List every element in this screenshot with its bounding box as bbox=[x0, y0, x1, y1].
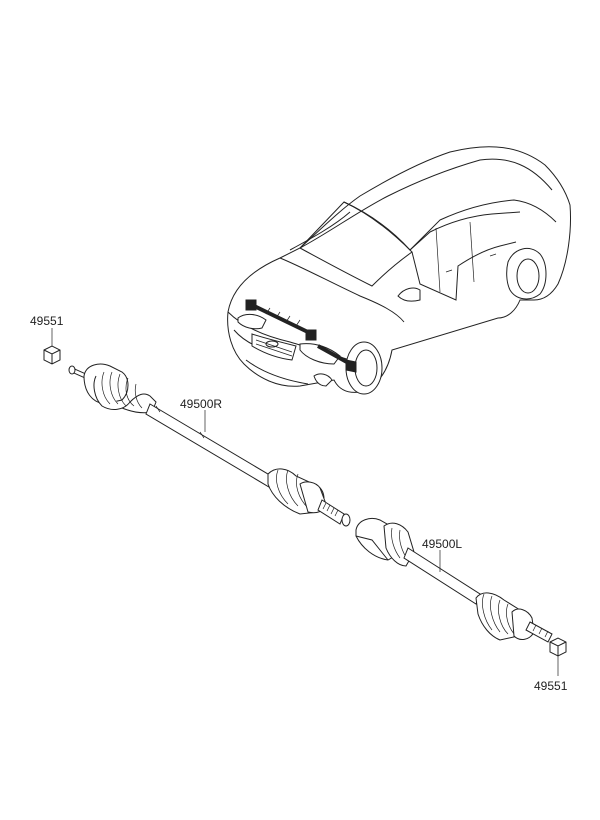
nut-top-left bbox=[43, 345, 61, 365]
drive-shaft-right bbox=[68, 363, 351, 527]
part-number-nut-bottom: 49551 bbox=[534, 679, 568, 693]
leader-lines bbox=[51, 328, 559, 676]
part-number-shaft-right: 49500R bbox=[180, 397, 222, 411]
part-number-nut-top: 49551 bbox=[30, 314, 64, 328]
part-number-shaft-left: 49500L bbox=[422, 537, 462, 551]
drive-shaft-left bbox=[355, 517, 553, 643]
car-illustration bbox=[227, 146, 571, 395]
nut-bottom-right bbox=[549, 637, 567, 657]
